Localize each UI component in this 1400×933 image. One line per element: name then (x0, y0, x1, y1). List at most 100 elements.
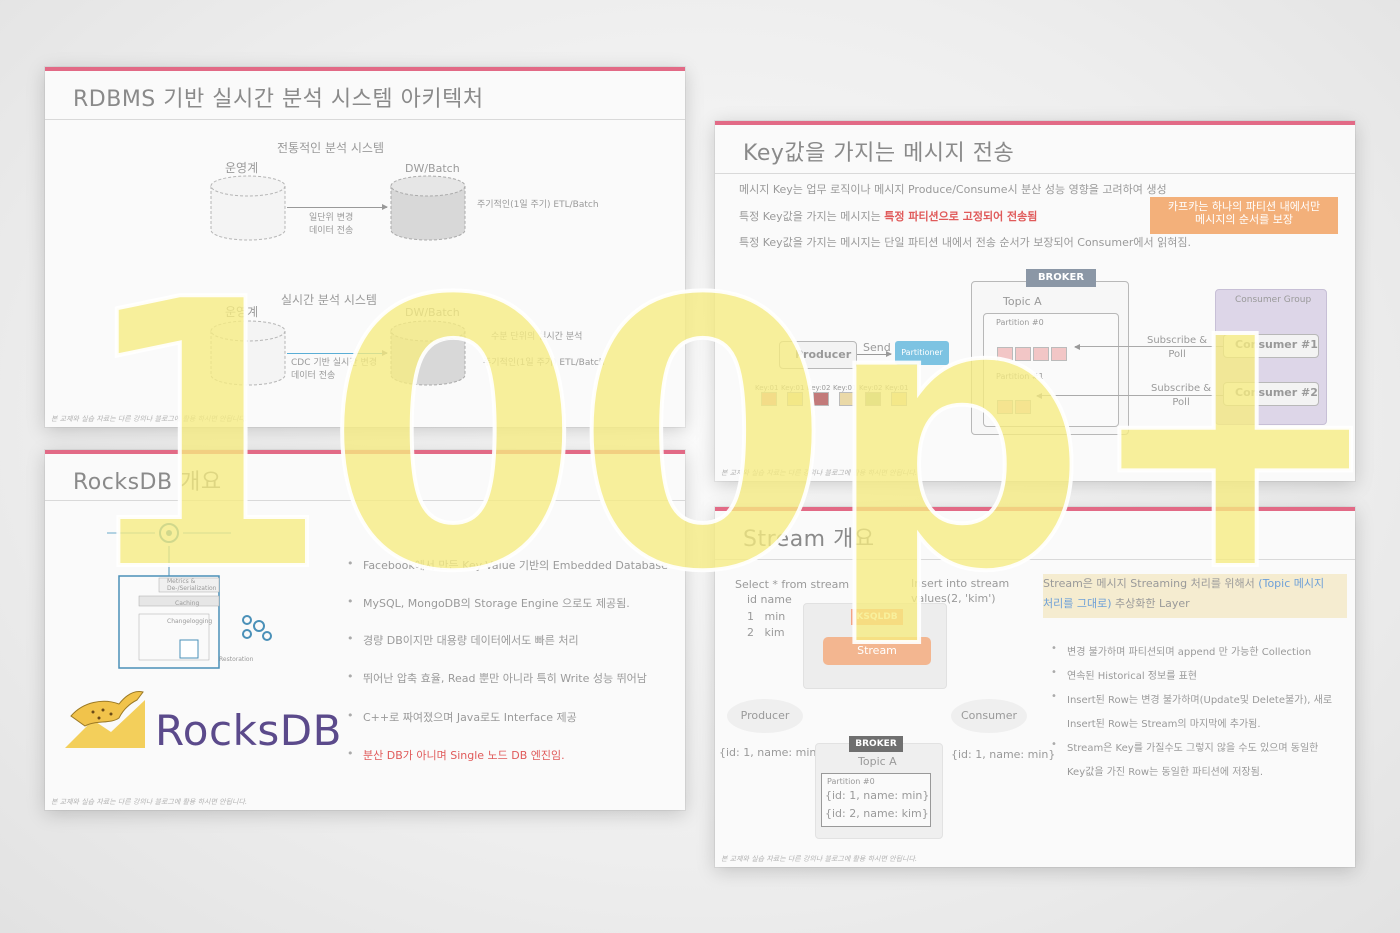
side-note: 주기적인(1일 주기) ETL/Batch (477, 200, 599, 210)
subscribe-label: Subscribe & Poll (1147, 335, 1208, 360)
section-heading: 실시간 분석 시스템 (281, 293, 377, 307)
message-cell (813, 392, 829, 406)
title-divider (715, 173, 1355, 174)
bullet-item: C++로 짜여졌으며 Java로도 Interface 제공 (347, 709, 577, 725)
flow-arrow (287, 204, 388, 210)
callout-box: Stream은 메시지 Streaming 처리를 위해서 (Topic 메시지… (1043, 574, 1347, 618)
slide-stream: Stream 개요 Select * from stream id name 1… (715, 507, 1355, 867)
highlight-text: 특정 파티션으로 고정되어 전송됨 (884, 210, 1038, 223)
slide-accent-bar (715, 121, 1355, 125)
insert-query: Insert into stream values(2, 'kim') (911, 577, 1010, 605)
partition-label: Partition #1 (996, 372, 1044, 381)
target-label: DW/Batch (405, 162, 460, 175)
partition-label: Partition #0 (827, 777, 875, 786)
slide-rocksdb: RocksDB 개요 Metrics & De-/Serialization C… (45, 450, 685, 810)
bullet-continuation: Insert된 Row는 Stream의 마지막에 추가됨. (1067, 719, 1261, 730)
diagram-label: Caching (175, 600, 200, 607)
slide-accent-bar (715, 507, 1355, 511)
message-cell (761, 392, 777, 406)
footer-note: 본 교재와 실습 자료는 다른 강의나 블로그에 활용 하시면 안됩니다. (51, 798, 248, 806)
arrow-label: CDC 기반 실시간 변경 데이터 전송 (291, 358, 378, 381)
callout-highlight: 처리를 그대로) (1043, 597, 1112, 610)
arrow-label: 일단위 변경 데이터 전송 (309, 213, 354, 236)
callout-text: 추상화한 Layer (1111, 597, 1190, 610)
message-cell (997, 400, 1013, 414)
consumer-label: Consumer #1 (1235, 338, 1318, 351)
diagram-label: Changelogging (167, 618, 213, 625)
cheetah-logo-icon (65, 691, 145, 748)
broker-label: BROKER (849, 736, 903, 752)
select-query: Select * from stream (735, 578, 850, 591)
message-cell (997, 347, 1013, 361)
slide-key-message: Key값을 가지는 메시지 전송 메시지 Key는 업무 로직이나 메시지 Pr… (715, 121, 1355, 481)
send-label: Send (863, 341, 891, 354)
poll-arrow (1075, 346, 1223, 347)
ksqldb-label: KSQLDB (851, 609, 903, 625)
body-line: 특정 Key값을 가지는 메시지는 특정 파티션으로 고정되어 전송됨 (739, 208, 1037, 224)
consumer-group-label: Consumer Group (1235, 295, 1312, 305)
bullet-item: Stream은 Key를 가질수도 그렇지 않을 수도 있으며 동일한 (1051, 739, 1318, 754)
bullet-continuation: Key값을 가진 Row는 동일한 파티션에 저장됨. (1067, 767, 1263, 778)
database-icon (210, 320, 286, 386)
state-store-diagram (107, 523, 272, 669)
partition-record: {id: 2, name: kim} (825, 807, 929, 820)
poll-arrow (1037, 395, 1223, 396)
key-label: Key:02 (807, 384, 831, 392)
key-label: Key:01 (755, 384, 779, 392)
record-label: {id: 1, name: min} (719, 746, 824, 759)
flow-arrow (287, 350, 388, 356)
consumer-label: Consumer #2 (1235, 386, 1318, 399)
message-cell (787, 392, 803, 406)
topic-label: Topic A (858, 755, 897, 768)
bullet-item-highlight: 분산 DB가 아니며 Single 노드 DB 엔진임. (347, 747, 565, 763)
producer-box (779, 341, 857, 369)
table-header: id name (747, 593, 792, 606)
source-label: 운영계 (225, 161, 259, 175)
key-label: Key:01 (885, 384, 909, 392)
title-divider (715, 559, 1355, 560)
title-divider (45, 119, 685, 120)
bullet-item: 변경 불가하며 파티션되며 append 만 가능한 Collection (1051, 643, 1311, 658)
footer-note: 본 교재와 실습 자료는 다른 강의나 블로그에 활용 하시면 안됩니다. (721, 469, 918, 477)
producer-label: Producer (795, 348, 852, 361)
subscribe-label: Subscribe & Poll (1151, 383, 1212, 408)
message-cell (1051, 347, 1067, 361)
partition-record: {id: 1, name: min} (825, 789, 930, 802)
diagram-label: Metrics & De-/Serialization (167, 578, 217, 592)
slide-rdbms: RDBMS 기반 실시간 분석 시스템 아키텍처 전통적인 분석 시스템 운영계… (45, 67, 685, 427)
side-note: 주기적인(1일 주기) ETL/Batch (483, 358, 605, 368)
message-cell (1015, 400, 1031, 414)
table-row: 2 kim (747, 626, 785, 639)
slide-title: Key값을 가지는 메시지 전송 (743, 141, 1015, 166)
slide-title: RocksDB 개요 (73, 470, 222, 495)
record-label: {id: 1, name: min} (951, 748, 1056, 761)
bullet-item: 연속된 Historical 정보를 표현 (1051, 667, 1197, 682)
slide-title: Stream 개요 (743, 527, 875, 552)
consumer-box (1223, 334, 1319, 358)
producer-node: Producer (727, 699, 803, 733)
side-note: 수분 단위의 실시간 분석 (491, 332, 583, 342)
callout-highlight: (Topic 메시지 (1258, 577, 1325, 590)
body-line: 메시지 Key는 업무 로직이나 메시지 Produce/Consume시 분산… (739, 183, 1167, 196)
bullet-item: MySQL, MongoDB의 Storage Engine 으로도 제공됨. (347, 595, 630, 611)
slide-accent-bar (45, 67, 685, 71)
message-cell (891, 392, 907, 406)
bullet-item: 경량 DB이지만 대용량 데이터에서도 빠른 처리 (347, 632, 579, 648)
consumer-node: Consumer (951, 699, 1027, 733)
partitioner-box: Partitioner (895, 341, 949, 365)
body-line: 특정 Key값을 가지는 메시지는 단일 파티션 내에서 전송 순서가 보장되어… (739, 236, 1191, 249)
partition-box (821, 773, 931, 827)
target-label: DW/Batch (405, 306, 460, 319)
send-arrow (857, 351, 892, 357)
key-label: Key:01 (833, 384, 857, 392)
consumer-box (1223, 382, 1319, 406)
message-cell (1015, 347, 1031, 361)
message-cell (865, 392, 881, 406)
callout-text: Stream은 메시지 Streaming 처리를 위해서 (1043, 577, 1259, 590)
bullet-item: Facebook에서 만든 Key-Value 기반의 Embedded Dat… (347, 557, 668, 573)
body-text: 특정 Key값을 가지는 메시지는 (739, 210, 885, 223)
stream-box: Stream (823, 637, 931, 665)
slide-accent-bar (45, 450, 685, 454)
message-cell (839, 392, 855, 406)
source-label: 운영계 (225, 305, 259, 319)
